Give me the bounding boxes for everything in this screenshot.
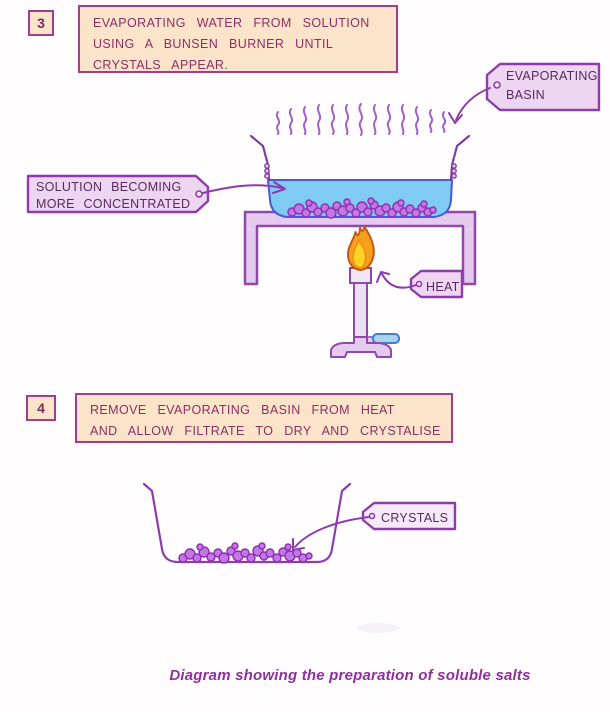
step4-line-1: REMOVE EVAPORATING BASIN FROM HEAT	[90, 403, 395, 417]
flame-icon	[347, 225, 375, 271]
step-description-box-4: REMOVE EVAPORATING BASIN FROM HEAT AND A…	[75, 393, 453, 443]
steam-icon	[275, 103, 447, 136]
evaporating-basin-icon	[249, 134, 471, 182]
crystals-tag-shape	[361, 501, 457, 531]
step3-line-3: CRYSTALS APPEAR.	[93, 58, 229, 72]
crystals-icon	[287, 197, 437, 219]
gas-valve-icon	[372, 333, 400, 344]
step-number-box-3: 3	[28, 10, 54, 36]
bunsen-burner-icon	[330, 267, 400, 358]
step-number-box-4: 4	[26, 395, 56, 421]
step3-line-2: USING A BUNSEN BURNER UNTIL	[93, 37, 334, 51]
solution-tag-shape	[26, 174, 210, 214]
dry-crystals-icon	[178, 542, 313, 564]
evaporating-basin-tag-shape	[485, 62, 601, 112]
tag-hole-icon	[195, 81, 501, 520]
step-description-box-3: EVAPORATING WATER FROM SOLUTION USING A …	[78, 5, 398, 73]
arrow-connector	[202, 87, 491, 551]
step4-line-2: AND ALLOW FILTRATE TO DRY AND CRYSTALISE	[90, 424, 441, 438]
print-artifact	[356, 623, 400, 633]
heat-tag-shape	[409, 269, 464, 299]
basin-rim-beads	[264, 163, 457, 179]
diagram-caption: Diagram showing the preparation of solub…	[169, 667, 531, 684]
dry-basin-icon	[142, 482, 352, 564]
step3-line-1: EVAPORATING WATER FROM SOLUTION	[93, 16, 370, 30]
